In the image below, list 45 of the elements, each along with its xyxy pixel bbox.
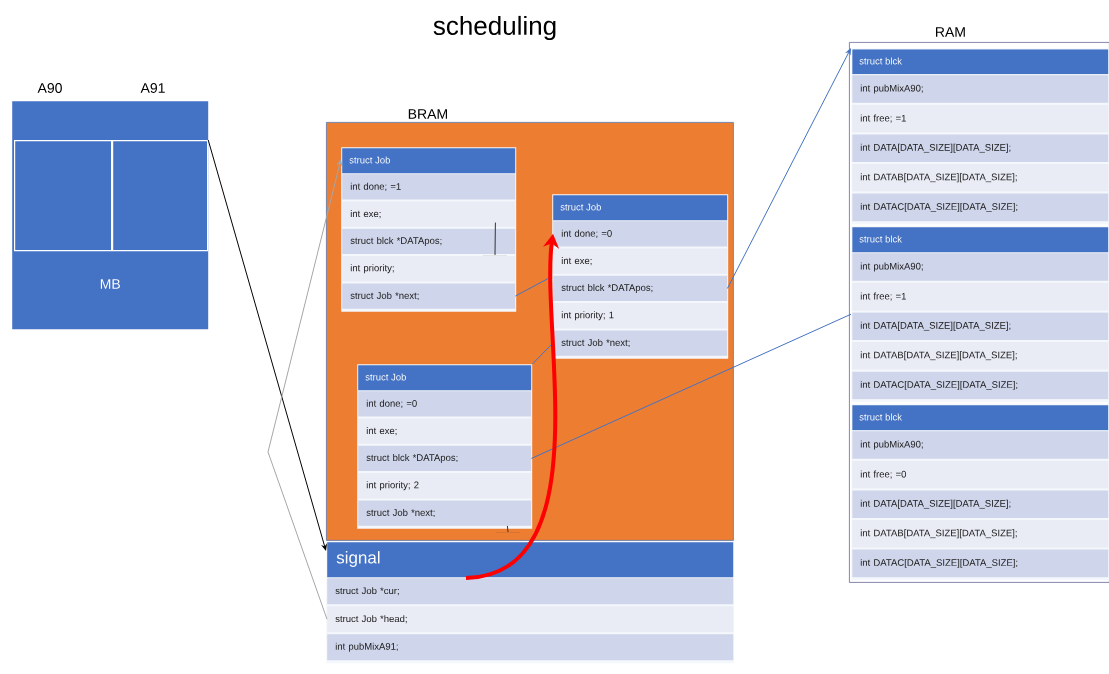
table-row: int DATAC[DATA_SIZE][DATA_SIZE]; — [852, 371, 1109, 400]
table-row: int exe; — [342, 201, 516, 227]
table-row: int DATAB[DATA_SIZE][DATA_SIZE]; — [852, 520, 1109, 548]
table-row: int DATA[DATA_SIZE][DATA_SIZE]; — [852, 490, 1109, 518]
node-label: struct blck — [859, 57, 902, 65]
table-row: int free; =0 — [852, 460, 1109, 489]
table-row: struct Job *next; — [553, 330, 728, 356]
table-row: int DATAB[DATA_SIZE][DATA_SIZE]; — [852, 342, 1109, 370]
table-row: struct Job *next; — [358, 500, 532, 526]
table-row: int pubMixA90; — [852, 431, 1109, 459]
table-row: struct Job *next; — [342, 283, 516, 309]
table-row: int priority; 1 — [553, 303, 728, 329]
table-row: int free; =1 — [852, 282, 1109, 311]
table-row: int pubMixA90; — [852, 253, 1109, 281]
slot-box — [14, 140, 113, 252]
table-row: int priority; — [342, 256, 516, 282]
table-row: struct Job *head; — [327, 606, 734, 633]
slot-label: A91 — [140, 83, 165, 93]
table-row: int exe; — [553, 248, 728, 274]
table-row: int DATAB[DATA_SIZE][DATA_SIZE]; — [852, 164, 1109, 192]
slot-label: A90 — [37, 83, 62, 93]
table-row: struct blck *DATApos; — [553, 275, 728, 302]
table-row: int DATA[DATA_SIZE][DATA_SIZE]; — [852, 134, 1109, 162]
table-row: struct blck *DATApos; — [342, 228, 516, 255]
table-row: int done; =0 — [553, 221, 728, 247]
table-row: int pubMixA90; — [852, 75, 1109, 103]
table-row: int exe; — [358, 418, 532, 444]
table-row: struct blck *DATApos; — [358, 445, 532, 472]
slot-box — [112, 140, 209, 252]
table-row: int DATAC[DATA_SIZE][DATA_SIZE]; — [852, 193, 1109, 222]
table-row: int DATAC[DATA_SIZE][DATA_SIZE]; — [852, 549, 1109, 578]
arrow — [267, 159, 342, 620]
table-row: int done; =1 — [342, 174, 516, 200]
table-row: int priority; 2 — [358, 473, 532, 499]
table-row: int pubMixA91; — [327, 634, 734, 661]
table-row: struct Job *cur; — [327, 578, 734, 605]
table-row: int DATA[DATA_SIZE][DATA_SIZE]; — [852, 312, 1109, 340]
table-row: int done; =0 — [358, 391, 532, 417]
node-label: BRAM — [408, 109, 447, 119]
table-row: int free; =1 — [852, 104, 1109, 133]
node-label: RAM — [935, 27, 965, 37]
title: scheduling — [433, 15, 556, 41]
arrow — [726, 48, 851, 289]
node-label: struct blck — [859, 235, 902, 243]
arrow — [207, 139, 327, 551]
